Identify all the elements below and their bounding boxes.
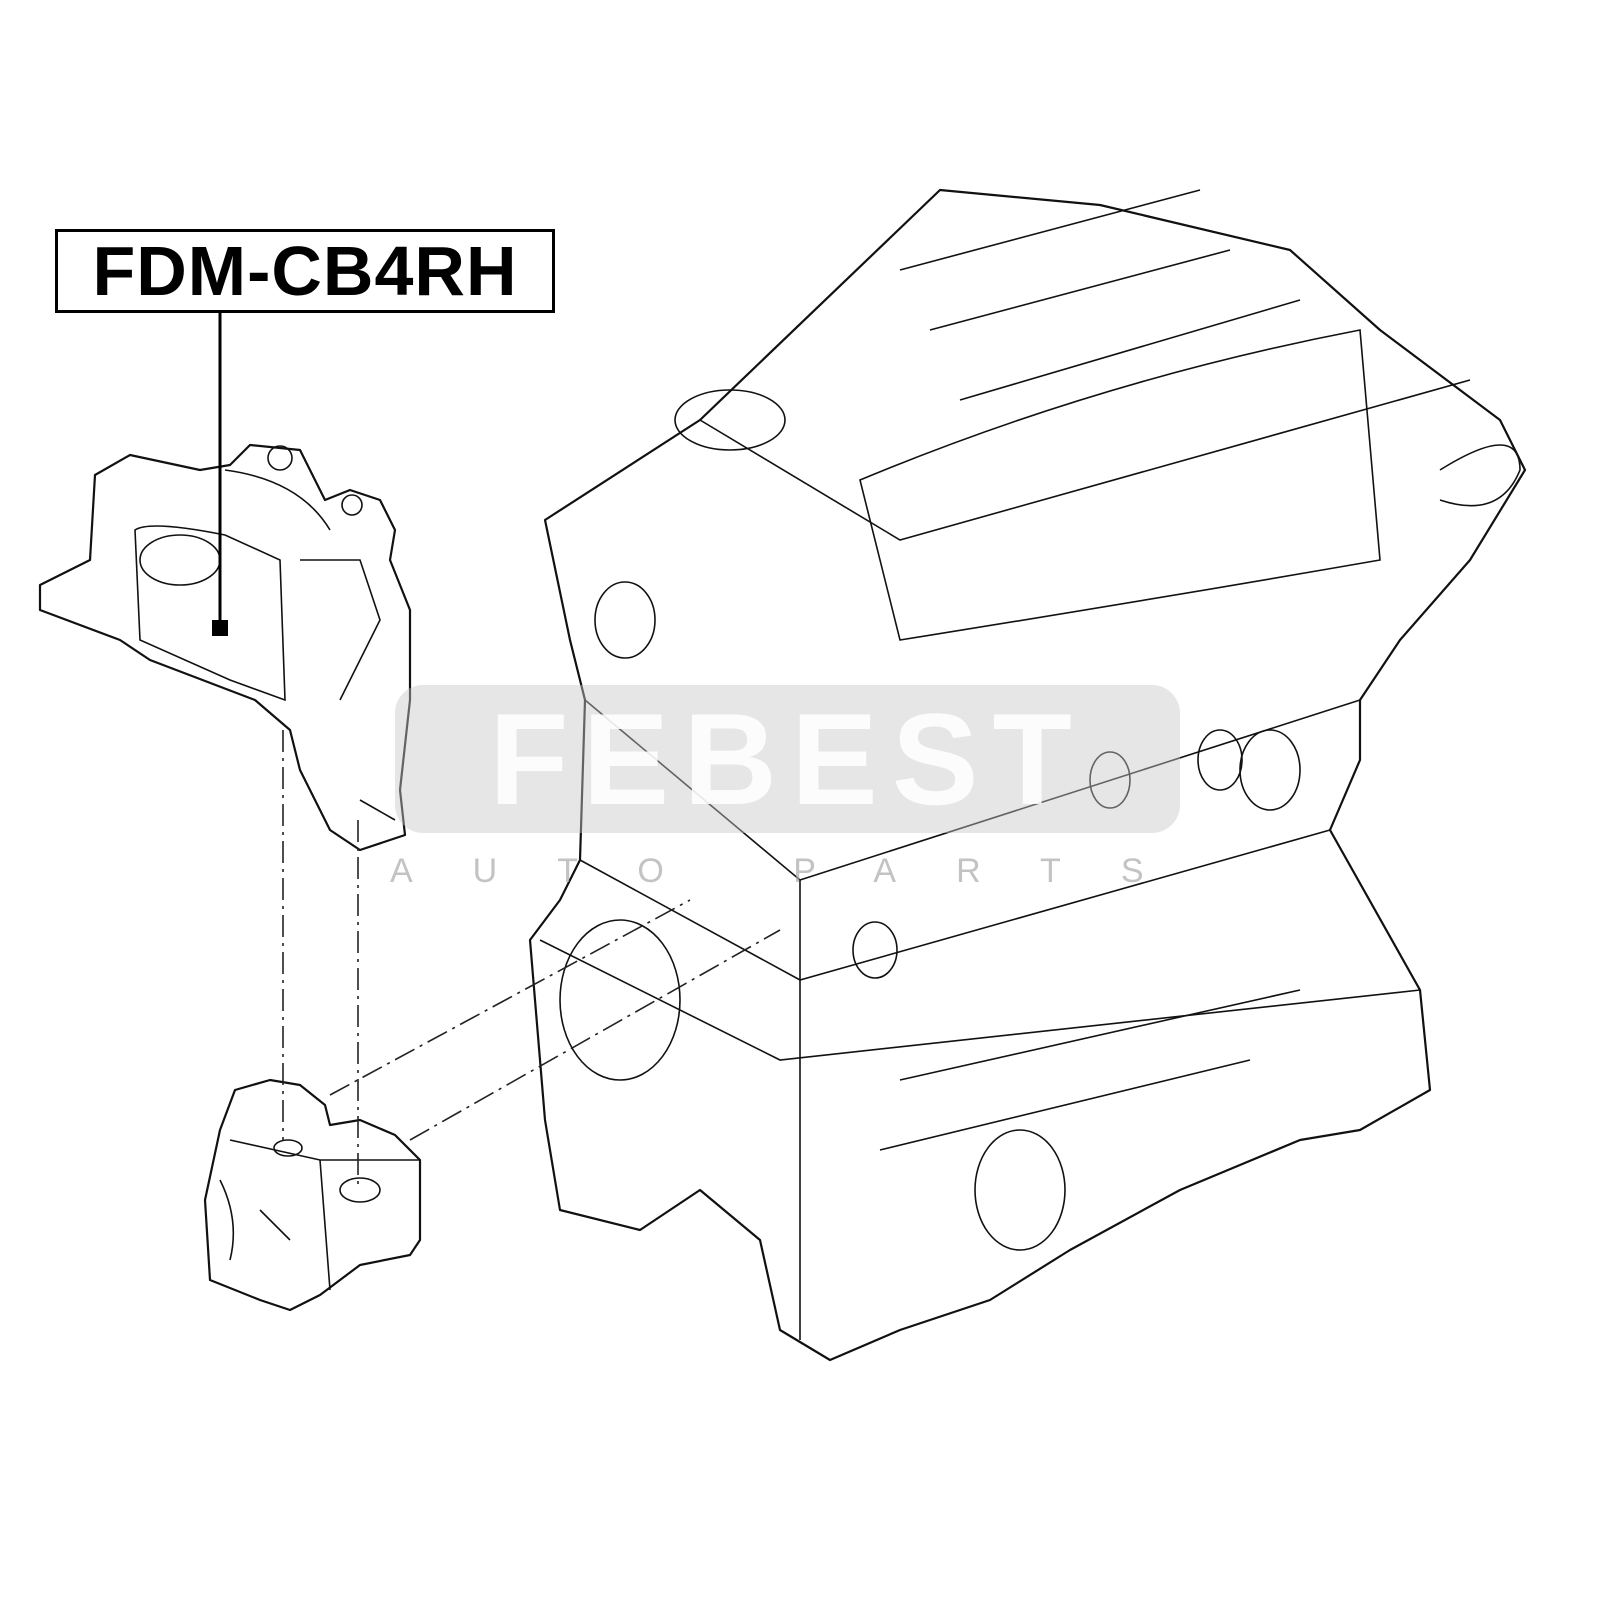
watermark-tagline: AUTO PARTS — [390, 852, 1204, 890]
upper-engine-mount — [38, 443, 412, 852]
watermark-logo: FEBEST — [395, 685, 1180, 833]
part-number-label: FDM-CB4RH — [55, 229, 555, 313]
part-number-text: FDM-CB4RH — [92, 232, 518, 310]
callout-leader — [212, 308, 228, 636]
watermark-brand: FEBEST — [489, 686, 1086, 832]
engine-block — [528, 188, 1527, 1362]
assembly-guide-lines — [282, 730, 781, 1185]
lower-engine-mount — [203, 1078, 422, 1312]
